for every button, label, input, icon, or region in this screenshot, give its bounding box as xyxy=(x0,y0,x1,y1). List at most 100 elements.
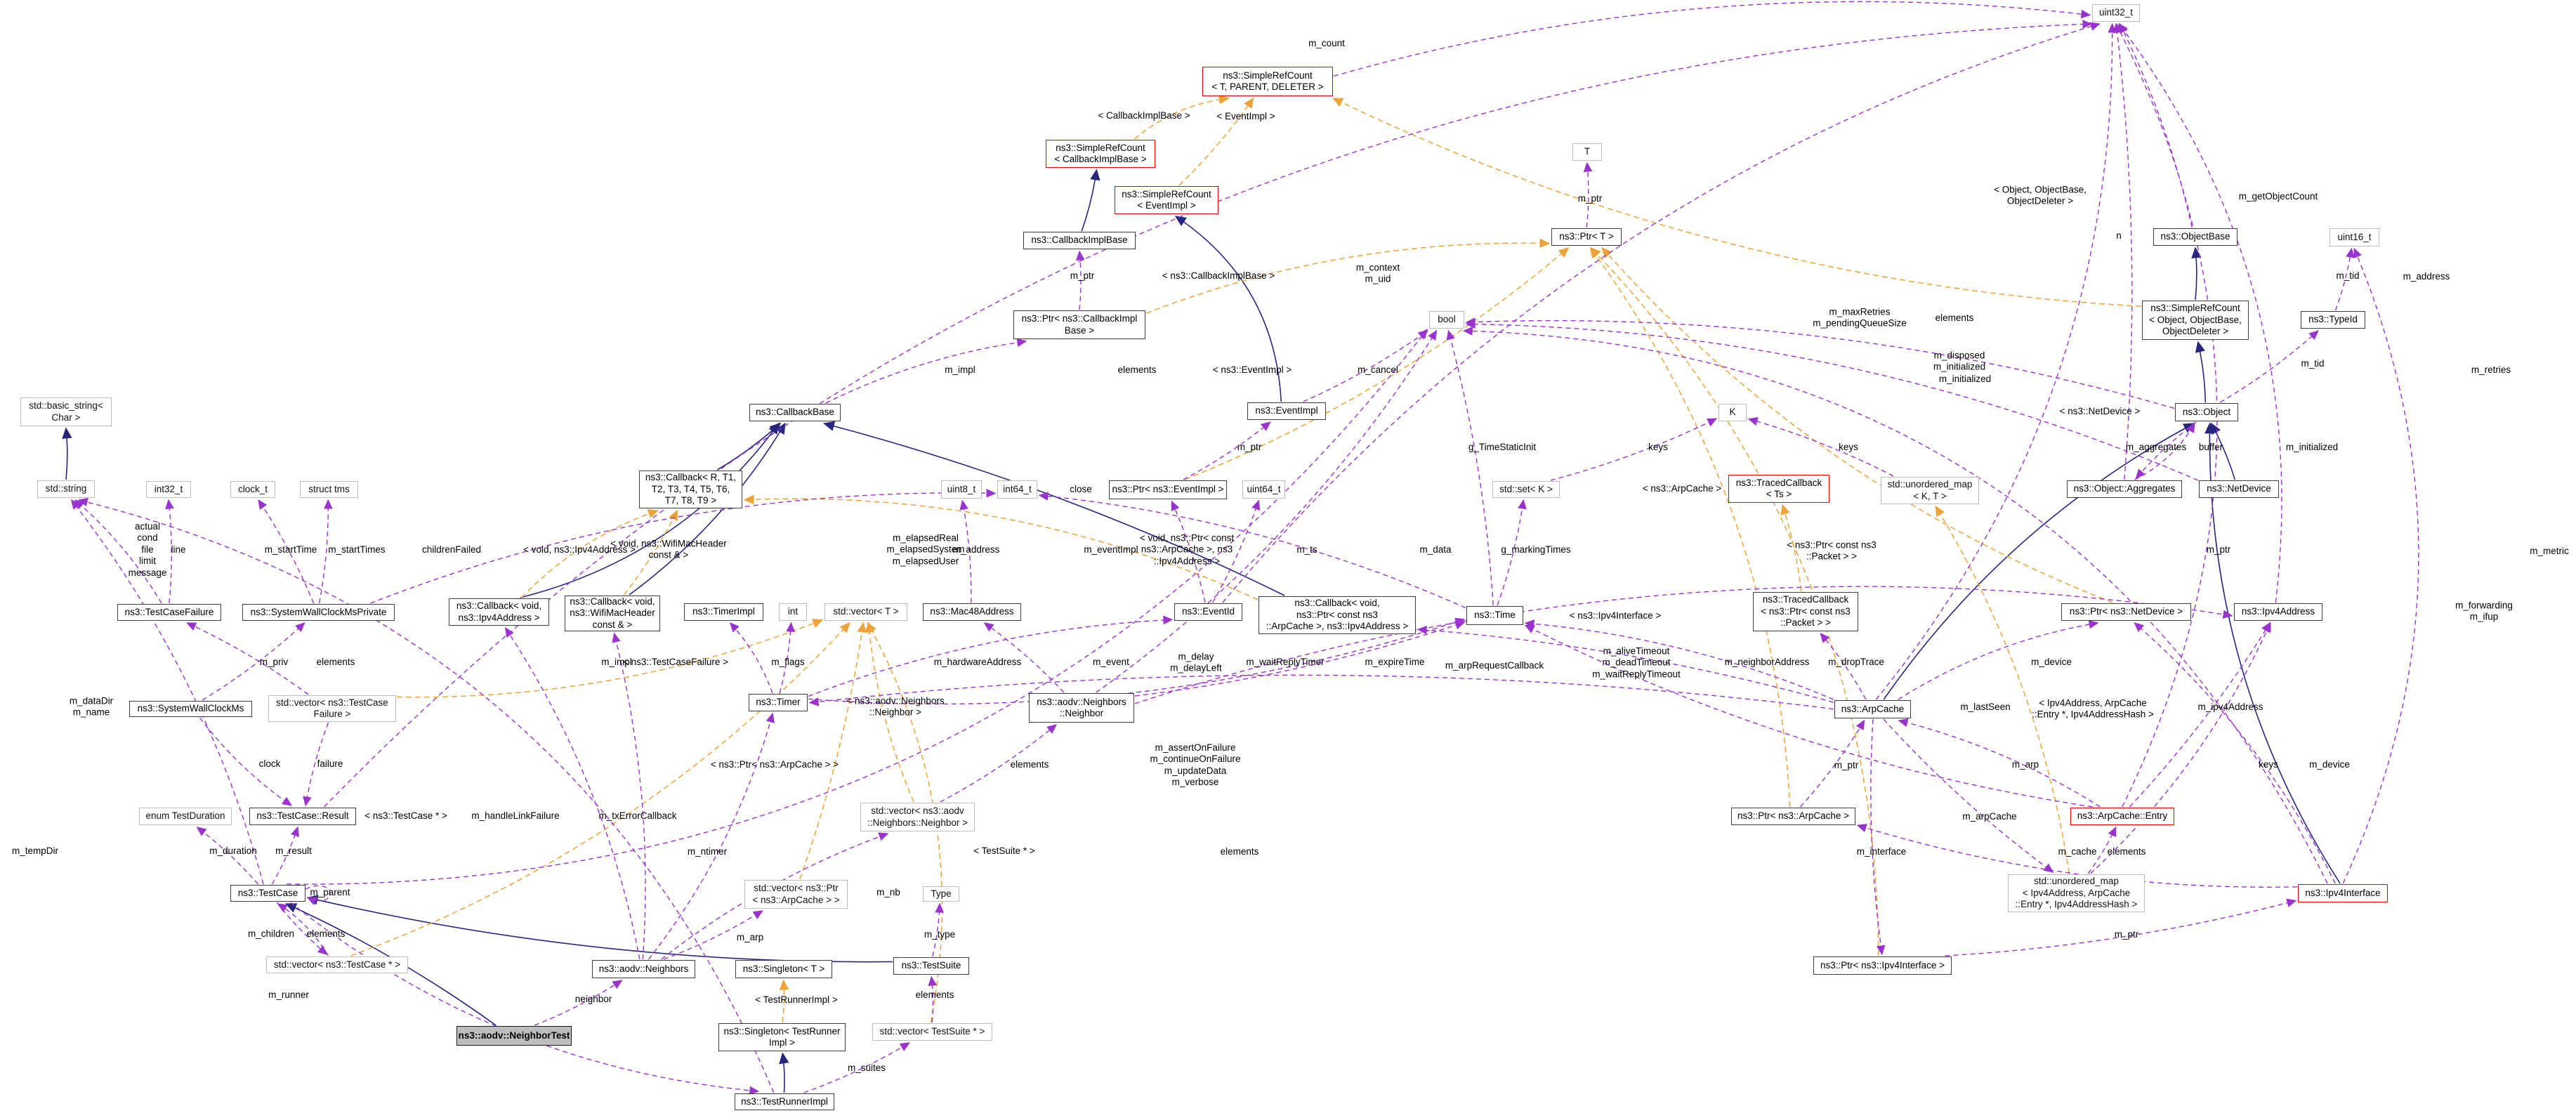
class-node-cbIpv4[interactable]: ns3::Callback< void,ns3::Ipv4Address > xyxy=(449,598,549,626)
class-node-label: < K, T > xyxy=(1913,490,1947,501)
class-node-label: ns3::SystemWallClockMsPrivate xyxy=(250,606,387,617)
edge-tri-str xyxy=(77,497,775,1093)
class-node-testCase[interactable]: ns3::TestCase xyxy=(230,885,305,902)
class-node-label: ns3::Ptr< ns3::NetDevice > xyxy=(2069,606,2183,617)
class-node-srcCIB[interactable]: ns3::SimpleRefCount< CallbackImplBase > xyxy=(1046,140,1155,168)
class-node-swcm[interactable]: ns3::SystemWallClockMs xyxy=(129,701,252,717)
class-node-ptrEI[interactable]: ns3::Ptr< ns3::EventImpl > xyxy=(1109,480,1227,499)
class-node-result[interactable]: ns3::TestCase::Result xyxy=(249,808,356,825)
edge-ptrT-Tbox xyxy=(1583,162,1593,228)
class-node-ipv4A[interactable]: ns3::Ipv4Address xyxy=(2234,603,2322,621)
class-node-timer[interactable]: ns3::Timer xyxy=(749,694,808,711)
class-node-label: < CallbackImplBase > xyxy=(1054,154,1147,164)
class-node-nbTest: ns3::aodv::NeighborTest xyxy=(456,1026,572,1046)
class-node-label: std::vector< ns3::aodv xyxy=(871,805,964,817)
class-node-tcTs[interactable]: ns3::TracedCallback< Ts > xyxy=(1728,475,1829,503)
class-node-ptrArp[interactable]: ns3::Ptr< ns3::ArpCache > xyxy=(1731,808,1855,825)
class-node-swcmP[interactable]: ns3::SystemWallClockMsPrivate xyxy=(242,604,395,621)
class-node-cbImplBase[interactable]: ns3::CallbackImplBase xyxy=(1023,232,1136,249)
class-node-boolN: bool xyxy=(1429,311,1464,329)
class-node-singT[interactable]: ns3::Singleton< T > xyxy=(735,960,832,978)
class-node-neighbors[interactable]: ns3::aodv::Neighbors xyxy=(592,960,695,978)
edge-netDev-obj xyxy=(2210,422,2236,480)
class-node-basicStr: std::basic_string<Char > xyxy=(20,397,112,426)
class-node-label: ns3::aodv::Neighbors xyxy=(598,963,689,974)
class-node-objBase[interactable]: ns3::ObjectBase xyxy=(2153,228,2237,246)
edge-nbNode-mac48 xyxy=(983,622,1065,693)
class-node-cbBase[interactable]: ns3::CallbackBase xyxy=(749,404,841,421)
class-node-ipv4If[interactable]: ns3::Ipv4Interface xyxy=(2298,884,2388,902)
class-node-label: < T, PARENT, DELETER > xyxy=(1211,81,1324,92)
class-node-label: ns3::SimpleRefCount xyxy=(1223,70,1313,81)
edge-ipv4If-u16 xyxy=(2342,247,2419,884)
class-node-label: ns3::CallbackImplBase xyxy=(1031,235,1128,246)
edge-evId-u32 xyxy=(1222,22,2101,603)
class-node-label: uint8_t xyxy=(947,483,976,494)
class-node-umapKT: std::unordered_map< K, T > xyxy=(1881,477,1979,504)
class-node-label: ns3::Time xyxy=(1474,610,1516,621)
edge-obj-srcObj xyxy=(2195,341,2207,403)
edge-arpC-ptrIf xyxy=(1870,718,1886,956)
edge-tri-vecTS xyxy=(803,1042,910,1093)
class-node-label: ::Entry *, Ipv4AddressHash > xyxy=(2015,899,2138,910)
class-node-label: ns3::Ipv4Interface xyxy=(2305,887,2381,898)
class-node-netDev[interactable]: ns3::NetDevice xyxy=(2199,480,2279,498)
class-node-label: std::vector< T > xyxy=(833,606,899,617)
class-node-vecTC: std::vector< ns3::TestCase * > xyxy=(266,956,408,973)
edge-tcPkt-tcTs xyxy=(1780,504,1802,592)
class-node-time[interactable]: ns3::Time xyxy=(1466,606,1523,625)
class-node-entry[interactable]: ns3::ArpCache::Entry xyxy=(2070,808,2174,825)
class-node-aggr[interactable]: ns3::Object::Aggregates xyxy=(2067,480,2182,498)
class-node-label: ::Neighbors::Neighbor > xyxy=(867,817,968,828)
class-node-cbR[interactable]: ns3::Callback< R, T1,T2, T3, T4, T5, T6,… xyxy=(639,471,742,508)
class-node-tImpl[interactable]: ns3::TimerImpl xyxy=(684,603,763,621)
class-node-tcFail[interactable]: ns3::TestCaseFailure xyxy=(117,604,221,621)
class-node-label: ns3::TimerImpl xyxy=(692,606,755,617)
edge-arpC-time xyxy=(1524,619,1834,700)
class-node-label: ns3::ObjectBase xyxy=(2160,231,2230,242)
edge-arpC-tcPkt xyxy=(1820,632,1867,700)
edge-swcm-swcmP xyxy=(202,622,305,701)
edge-swcmP-tms xyxy=(318,499,333,604)
class-node-u16: uint16_t xyxy=(2329,228,2379,246)
class-node-tcPkt[interactable]: ns3::TracedCallback< ns3::Ptr< const ns3… xyxy=(1753,592,1858,631)
class-node-label: ns3::Object::Aggregates xyxy=(2073,483,2176,494)
class-node-nbNode[interactable]: ns3::aodv::Neighbors::Neighbor xyxy=(1029,693,1134,723)
class-node-tri[interactable]: ns3::TestRunnerImpl xyxy=(735,1093,834,1110)
edge-neighbors-vecPArp xyxy=(663,910,763,960)
class-node-srcObj[interactable]: ns3::SimpleRefCount< Object, ObjectBase,… xyxy=(2142,301,2249,340)
edge-setK-Kbox xyxy=(1550,418,1718,481)
class-node-srct[interactable]: ns3::SimpleRefCount< T, PARENT, DELETER … xyxy=(1202,67,1333,96)
edge-obj-typeId xyxy=(2219,330,2319,403)
class-node-srcEI[interactable]: ns3::SimpleRefCount< EventImpl > xyxy=(1115,186,1218,214)
class-node-label: int xyxy=(787,606,799,617)
class-node-label: ns3::Callback< void, xyxy=(1294,598,1380,609)
edge-arpC-umapI xyxy=(1883,718,2054,873)
class-node-i64: int64_t xyxy=(997,480,1037,499)
class-node-arpC[interactable]: ns3::ArpCache xyxy=(1834,700,1911,718)
edge-time-boolN xyxy=(1446,329,1494,606)
class-node-label: ns3::Callback< void, xyxy=(570,596,655,607)
class-node-label: int32_t xyxy=(154,483,183,494)
class-node-evImpl[interactable]: ns3::EventImpl xyxy=(1247,402,1326,420)
edge-ptrArp-ptrT xyxy=(1589,246,1791,808)
class-node-cbArp[interactable]: ns3::Callback< void,ns3::Ptr< const ns3:… xyxy=(1259,596,1416,634)
class-node-obj[interactable]: ns3::Object xyxy=(2175,403,2238,421)
class-node-ptrT[interactable]: ns3::Ptr< T > xyxy=(1551,228,1622,246)
edge-ptrIf-ipv4If xyxy=(1945,898,2297,956)
class-node-ptrND[interactable]: ns3::Ptr< ns3::NetDevice > xyxy=(2061,603,2191,621)
class-node-label: ns3::Timer xyxy=(756,697,801,708)
class-node-typeId[interactable]: ns3::TypeId xyxy=(2301,311,2365,329)
class-node-testSuite[interactable]: ns3::TestSuite xyxy=(893,957,969,975)
edge-neighbors-cbIpv4 xyxy=(504,626,640,960)
class-node-label: ns3::Singleton< T > xyxy=(742,963,825,974)
class-node-label: ns3::TracedCallback xyxy=(1735,477,1822,488)
class-node-mac48[interactable]: ns3::Mac48Address xyxy=(923,603,1021,621)
class-node-label: < ns3::Ptr< const ns3 xyxy=(1761,605,1851,617)
edge-vecPArp-vecT xyxy=(799,622,867,880)
class-node-evId[interactable]: ns3::EventId xyxy=(1174,603,1242,621)
class-node-ptrIf[interactable]: ns3::Ptr< ns3::Ipv4Interface > xyxy=(1813,956,1952,975)
